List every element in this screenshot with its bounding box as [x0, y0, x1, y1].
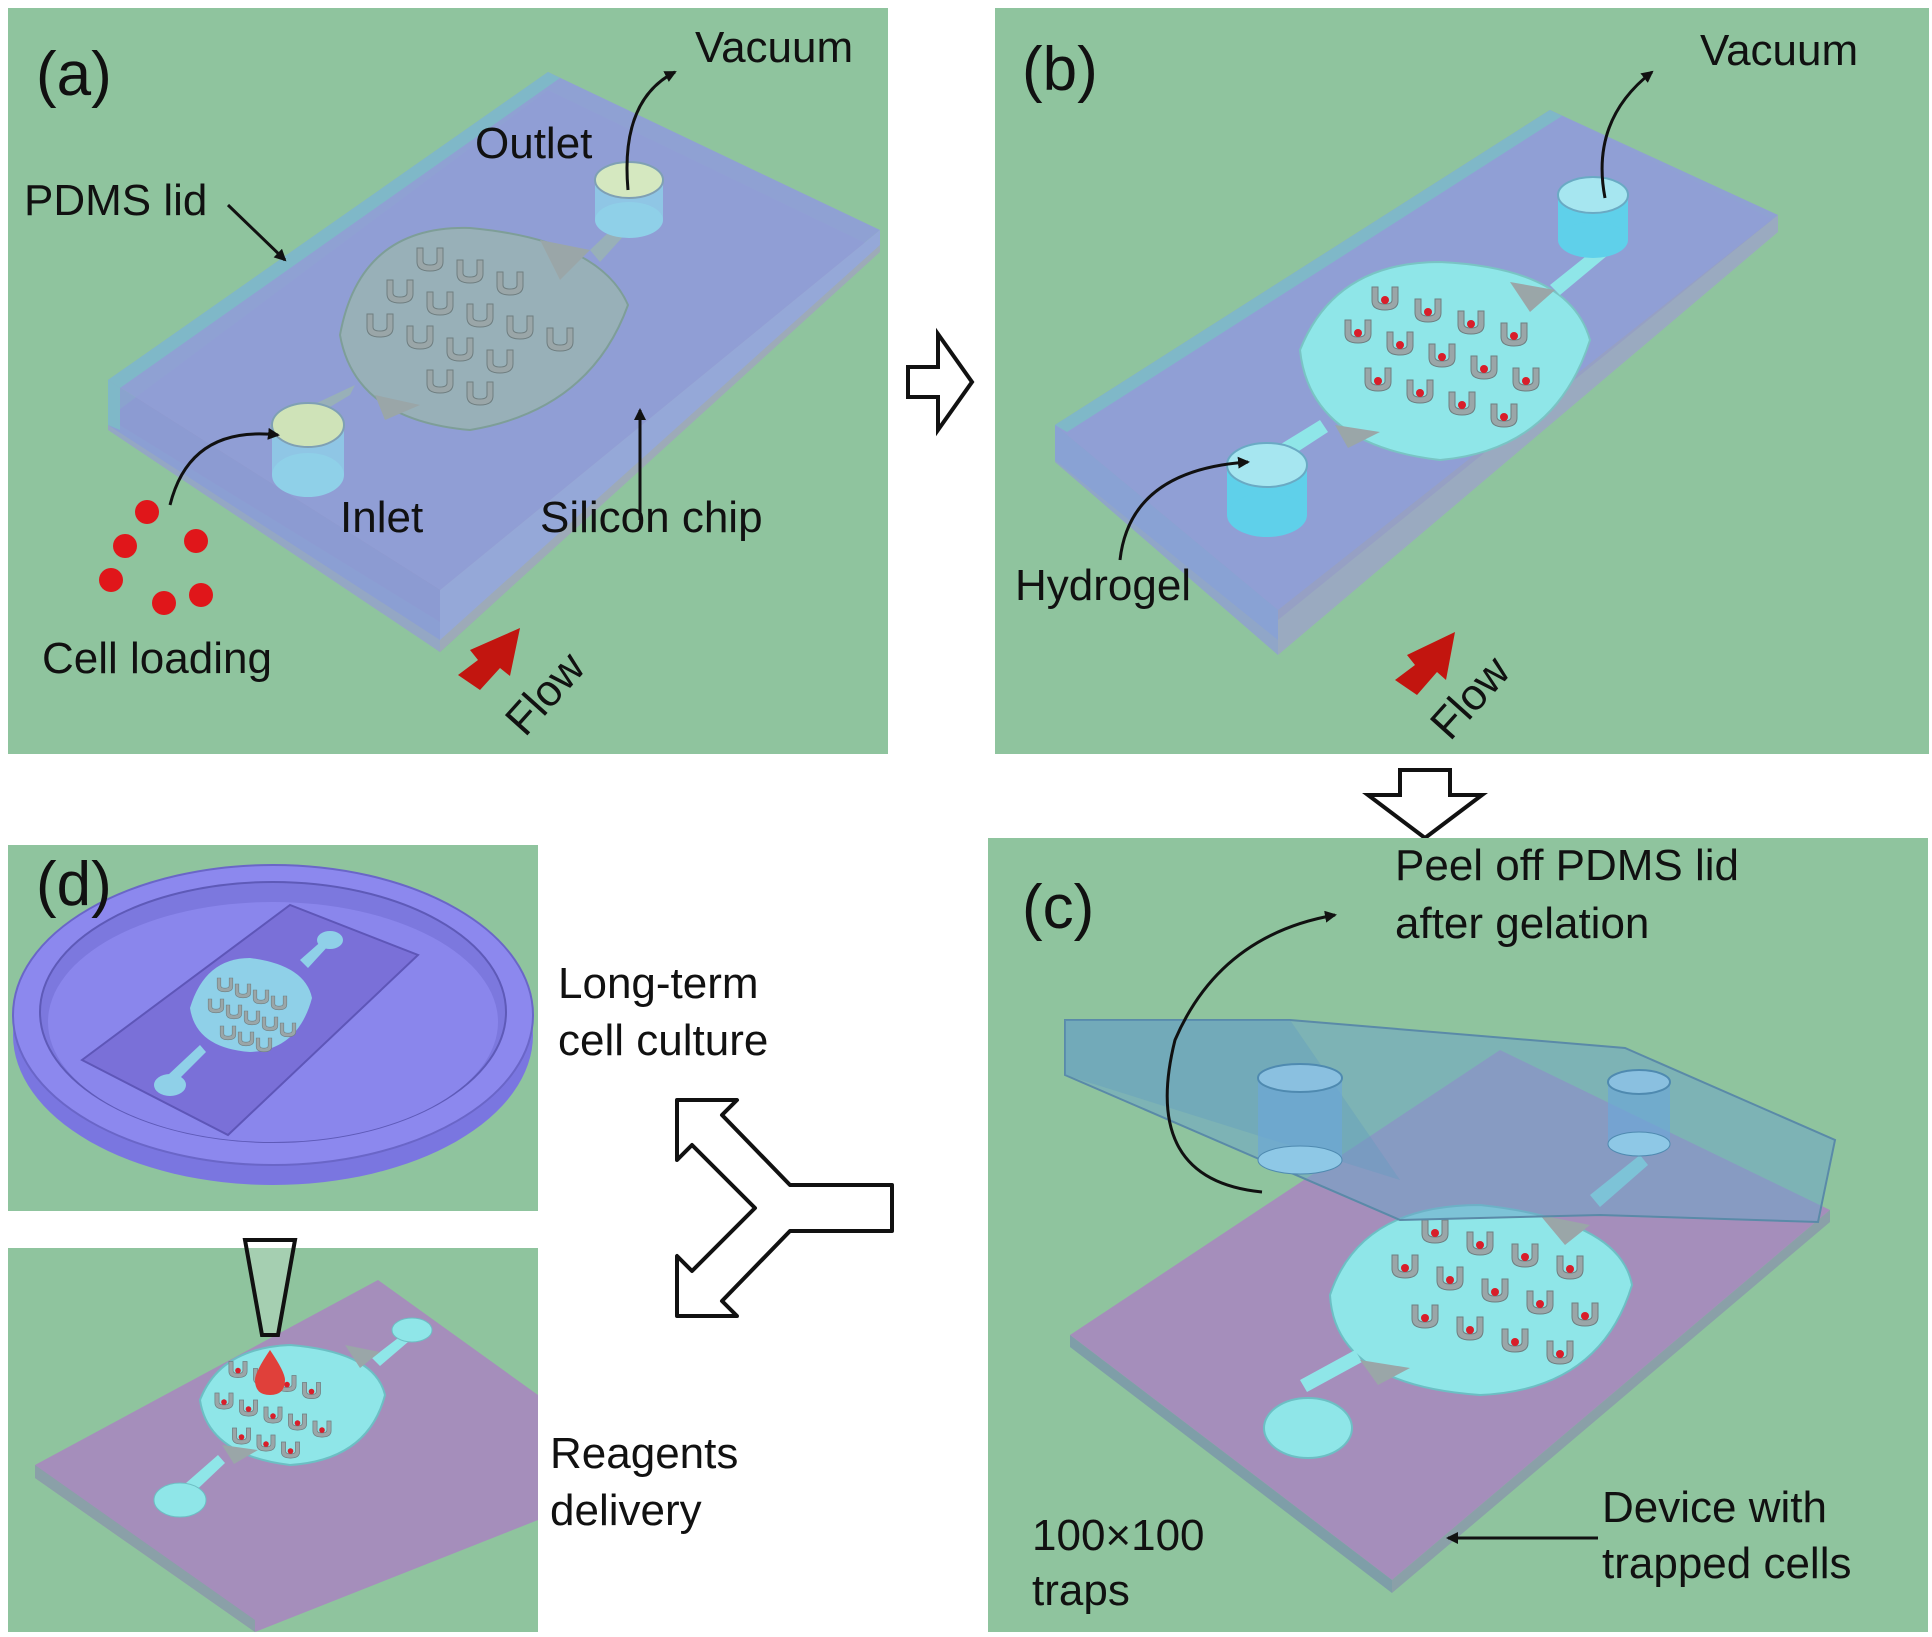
- vacuum-arrow: [625, 70, 677, 191]
- cell: [189, 583, 213, 607]
- reagents-label-line2: delivery: [550, 1486, 702, 1535]
- traps-label-line1: 100×100: [1032, 1511, 1205, 1560]
- flow-arrow-icon: [1395, 632, 1455, 695]
- panel-b: (b) Vacuum Hydrogel Flow: [995, 8, 1929, 754]
- reagent-chip: [35, 1280, 538, 1632]
- panel-c-chip: [1070, 1050, 1830, 1593]
- reagent-droplet-icon: [255, 1350, 285, 1395]
- peel-off-label-line2: after gelation: [1395, 899, 1649, 948]
- red-cells: [99, 500, 213, 615]
- outlet-port: [594, 161, 664, 238]
- step-arrow-b-to-c-icon: [1362, 768, 1488, 841]
- outlet-port: [1557, 176, 1629, 258]
- silicon-chip-label: Silicon chip: [540, 493, 763, 542]
- panel-c-letter: (c): [1022, 873, 1094, 942]
- inlet-pad: [1263, 1397, 1353, 1459]
- cell: [152, 591, 176, 615]
- peel-off-label-line1: Peel off PDMS lid: [1395, 841, 1739, 890]
- pdms-lid-pointer: [226, 203, 287, 262]
- panel-a-letter: (a): [36, 40, 112, 109]
- pdms-lid-label: PDMS lid: [24, 176, 207, 225]
- cell-loading-arrow: [168, 427, 280, 506]
- trap-chamber: [338, 226, 630, 432]
- panel-d-top: (d): [8, 845, 538, 1211]
- step-arrow-a-to-b-icon: [906, 327, 975, 437]
- cell: [99, 568, 123, 592]
- cell: [184, 529, 208, 553]
- flow-arrow-icon: [458, 628, 520, 690]
- lid-port: [1607, 1069, 1671, 1157]
- inlet-port: [271, 402, 345, 497]
- hydrogel-arrow: [1118, 456, 1250, 561]
- outlet-label: Outlet: [475, 119, 592, 168]
- panel-d-bottom: [8, 1238, 538, 1632]
- panel-b-chip: [1055, 110, 1778, 655]
- split-arrow-icon: [675, 1098, 894, 1318]
- culture-label-line2: cell culture: [558, 1016, 768, 1065]
- panel-d-letter: (d): [36, 850, 112, 919]
- reagents-label-line1: Reagents: [550, 1429, 738, 1478]
- peeled-pdms-lid: [1064, 1019, 1837, 1224]
- device-label-line1: Device with: [1602, 1483, 1827, 1532]
- inlet-port: [1226, 442, 1308, 537]
- vacuum-label: Vacuum: [1700, 26, 1858, 75]
- peel-off-arrow: [1165, 910, 1337, 1194]
- lid-port: [1257, 1063, 1343, 1175]
- device-label-line2: trapped cells: [1602, 1539, 1851, 1588]
- hydrogel-label: Hydrogel: [1015, 561, 1191, 610]
- pipette-tip-icon: [242, 1238, 298, 1337]
- cell-loading-label: Cell loading: [42, 634, 272, 683]
- culture-label-line1: Long-term: [558, 959, 759, 1008]
- vacuum-label: Vacuum: [695, 23, 853, 72]
- panel-a-chip: [108, 72, 880, 652]
- panel-a: (a) Vacuum Outlet PDMS lid Inlet Silicon…: [8, 8, 888, 754]
- traps-label-line2: traps: [1032, 1566, 1130, 1615]
- cell: [113, 534, 137, 558]
- cell: [135, 500, 159, 524]
- inlet-label: Inlet: [340, 493, 423, 542]
- vacuum-arrow: [1600, 70, 1654, 199]
- dish-chip: [80, 903, 420, 1137]
- panel-b-letter: (b): [1022, 35, 1098, 104]
- panel-c: (c) Peel off PDMS lid after gelation 100…: [988, 838, 1928, 1632]
